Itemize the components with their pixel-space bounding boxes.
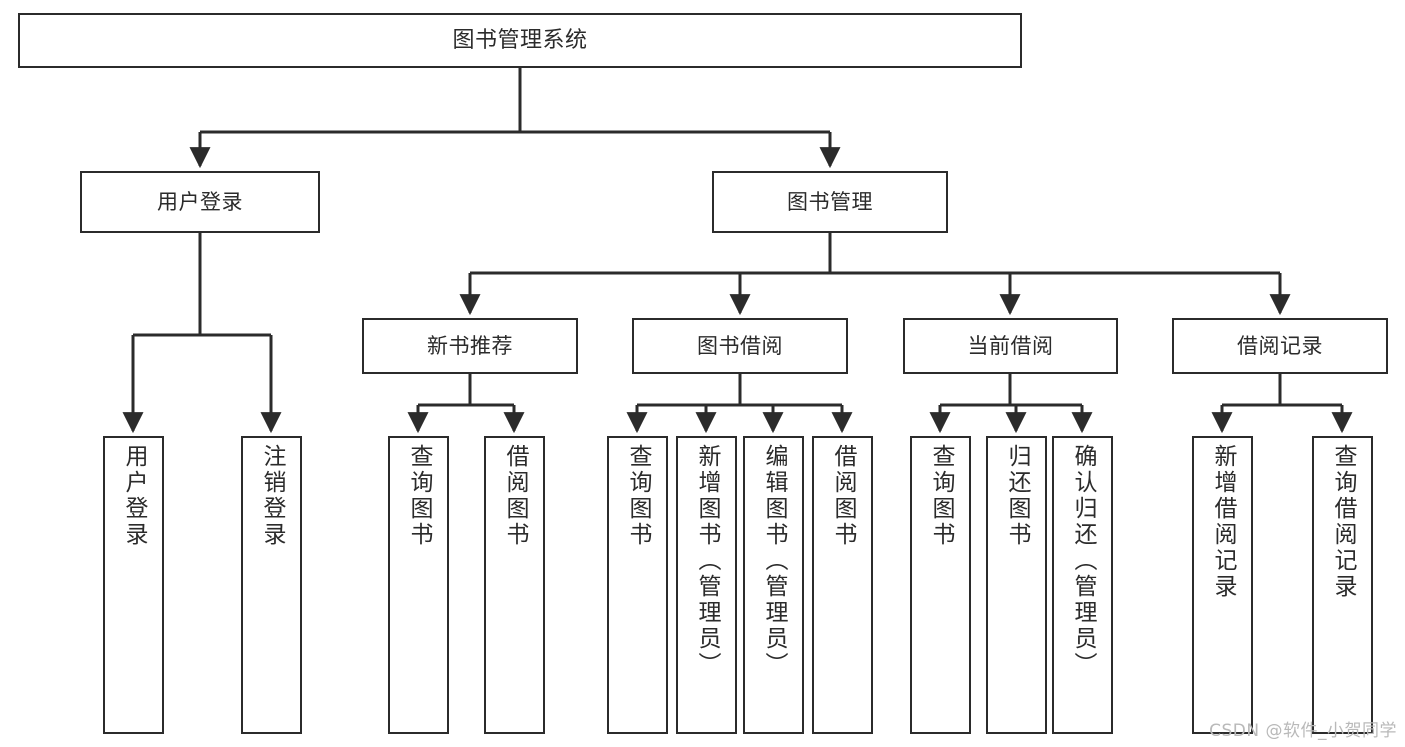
leaf-edit-book-admin-label: 编辑图书（管理员） xyxy=(761,444,787,678)
leaf-user-login[interactable]: 用户登录 xyxy=(103,436,164,734)
node-new-book-recommend-label: 新书推荐 xyxy=(427,333,513,358)
leaf-borrow-book-label: 借阅图书 xyxy=(830,444,856,548)
node-book-management[interactable]: 图书管理 xyxy=(712,171,948,233)
leaf-add-borrow-record[interactable]: 新增借阅记录 xyxy=(1192,436,1253,734)
node-borrow-record[interactable]: 借阅记录 xyxy=(1172,318,1388,374)
leaf-borrow-book[interactable]: 借阅图书 xyxy=(812,436,873,734)
leaf-add-book-admin[interactable]: 新增图书（管理员） xyxy=(676,436,737,734)
leaf-borrow-book-recommend[interactable]: 借阅图书 xyxy=(484,436,545,734)
node-book-management-label: 图书管理 xyxy=(787,189,873,214)
leaf-query-book-label: 查询图书 xyxy=(625,444,651,548)
node-current-borrow-label: 当前借阅 xyxy=(967,333,1054,358)
leaf-user-logout-label: 注销登录 xyxy=(259,444,285,548)
leaf-query-book-recommend-label: 查询图书 xyxy=(406,444,432,548)
watermark: CSDN @软件_小贺同学 xyxy=(1209,721,1397,741)
node-root-label: 图书管理系统 xyxy=(452,27,588,53)
node-user-login[interactable]: 用户登录 xyxy=(80,171,320,233)
leaf-user-logout[interactable]: 注销登录 xyxy=(241,436,302,734)
leaf-query-book-current-label: 查询图书 xyxy=(928,444,954,548)
leaf-confirm-return-admin[interactable]: 确认归还（管理员） xyxy=(1052,436,1113,734)
leaf-confirm-return-admin-label: 确认归还（管理员） xyxy=(1070,444,1096,678)
leaf-add-borrow-record-label: 新增借阅记录 xyxy=(1210,444,1236,600)
leaf-return-book[interactable]: 归还图书 xyxy=(986,436,1047,734)
leaf-query-borrow-record[interactable]: 查询借阅记录 xyxy=(1312,436,1373,734)
node-borrow-record-label: 借阅记录 xyxy=(1237,333,1323,358)
leaf-query-book-current[interactable]: 查询图书 xyxy=(910,436,971,734)
node-user-login-label: 用户登录 xyxy=(157,189,243,214)
leaf-edit-book-admin[interactable]: 编辑图书（管理员） xyxy=(743,436,804,734)
leaf-add-book-admin-label: 新增图书（管理员） xyxy=(694,444,720,678)
node-book-borrow[interactable]: 图书借阅 xyxy=(632,318,848,374)
leaf-user-login-label: 用户登录 xyxy=(121,444,147,548)
leaf-query-book-recommend[interactable]: 查询图书 xyxy=(388,436,449,734)
leaf-return-book-label: 归还图书 xyxy=(1004,444,1030,548)
leaf-query-book[interactable]: 查询图书 xyxy=(607,436,668,734)
leaf-query-borrow-record-label: 查询借阅记录 xyxy=(1330,444,1356,600)
node-root[interactable]: 图书管理系统 xyxy=(18,13,1022,68)
node-book-borrow-label: 图书借阅 xyxy=(697,333,783,358)
node-new-book-recommend[interactable]: 新书推荐 xyxy=(362,318,578,374)
leaf-borrow-book-recommend-label: 借阅图书 xyxy=(502,444,528,548)
node-current-borrow[interactable]: 当前借阅 xyxy=(903,318,1118,374)
